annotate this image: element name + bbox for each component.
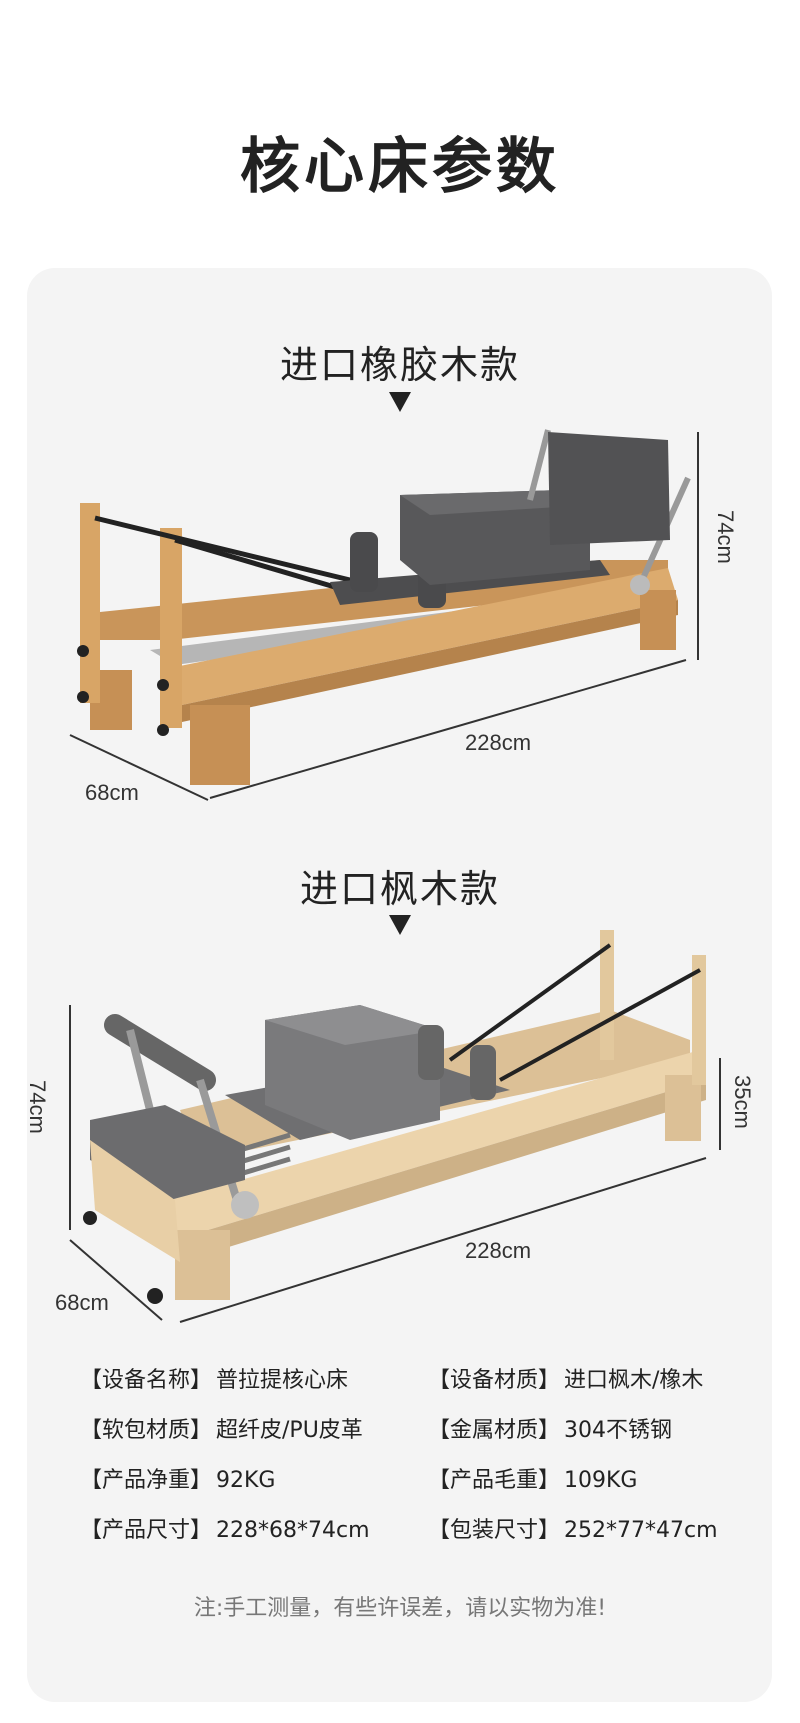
spec-item: 【设备材质】进口枫木/橡木 xyxy=(428,1368,704,1393)
spec-item: 【包装尺寸】252*77*47cm xyxy=(428,1518,718,1543)
dim-height-label: 74cm xyxy=(25,1080,50,1134)
model-title-rubberwood: 进口橡胶木款 xyxy=(279,343,520,387)
dim-length-label: 228cm xyxy=(465,730,531,755)
page-title: 核心床参数 xyxy=(240,132,560,202)
length-dim-line xyxy=(209,659,687,799)
dim-width-label: 68cm xyxy=(85,780,139,805)
down-triangle-icon xyxy=(389,392,411,412)
width-dim-line xyxy=(69,734,209,801)
dim-length-label: 228cm xyxy=(465,1238,531,1263)
dim-height-label: 74cm xyxy=(713,510,738,564)
dim-seat-height-label: 35cm xyxy=(730,1075,755,1129)
spec-item: 【产品尺寸】228*68*74cm xyxy=(80,1518,370,1543)
spec-item: 【产品净重】92KG xyxy=(80,1468,276,1493)
rubberwood-reformer-illustration: 68cm 228cm 74cm xyxy=(69,429,738,805)
measurement-note: 注:手工测量，有些许误差，请以实物为准! xyxy=(193,1596,607,1621)
dim-width-label: 68cm xyxy=(55,1290,109,1315)
down-triangle-icon xyxy=(389,915,411,935)
width-dim-line xyxy=(69,1239,163,1321)
spec-item: 【设备名称】普拉提核心床 xyxy=(80,1368,349,1393)
maple-reformer-illustration: 74cm 68cm 228cm 35cm xyxy=(25,930,755,1323)
length-dim-line xyxy=(179,1157,707,1323)
model-title-maple: 进口枫木款 xyxy=(299,867,500,911)
spec-item: 【产品毛重】109KG xyxy=(428,1468,638,1493)
spec-item: 【金属材质】304不锈钢 xyxy=(428,1418,673,1443)
spec-item: 【软包材质】超纤皮/PU皮革 xyxy=(80,1418,363,1443)
